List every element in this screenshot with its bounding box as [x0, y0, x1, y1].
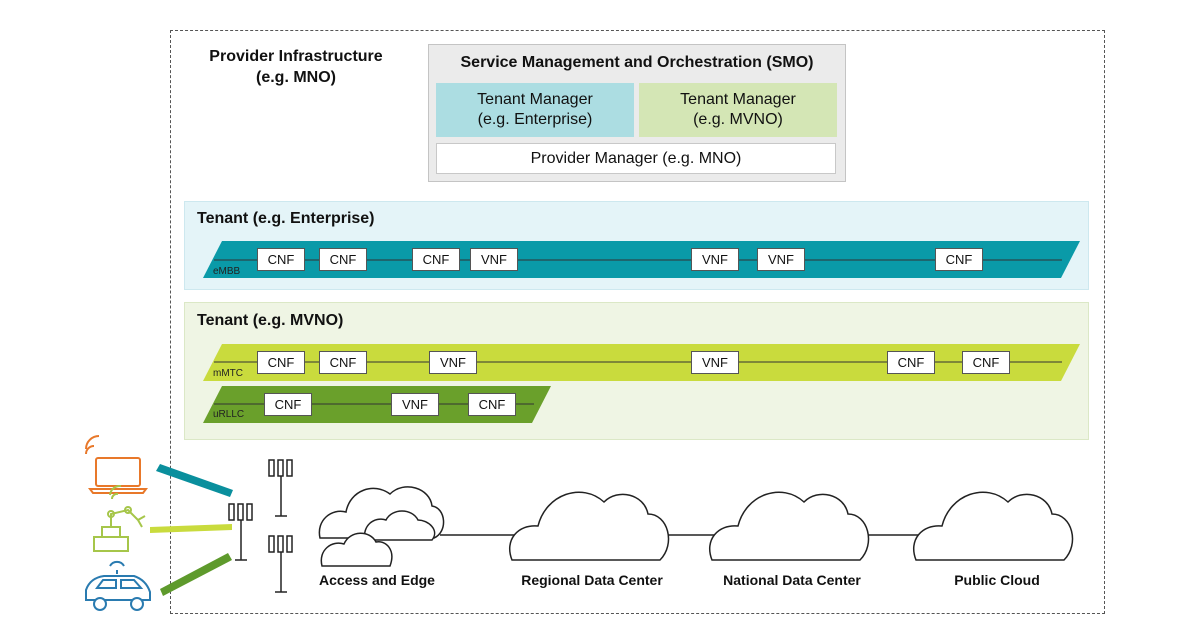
embb-function: CNF [257, 248, 305, 271]
urllc-function: VNF [391, 393, 439, 416]
slice-mmtc-label: mMTC [213, 368, 243, 379]
site-label-national-dc: National Data Center [723, 572, 861, 588]
tenant-manager-mvno: Tenant Manager (e.g. MVNO) [639, 83, 837, 137]
cloud-icon [363, 510, 436, 541]
embb-function: CNF [935, 248, 983, 271]
tenant-mvno-title: Tenant (e.g. MVNO) [197, 312, 344, 329]
cloud-icon [320, 532, 393, 567]
slice-urllc-label: uRLLC [213, 409, 245, 420]
cloud-icon [709, 491, 870, 561]
mmtc-function: CNF [319, 351, 367, 374]
urllc-function: CNF [264, 393, 312, 416]
cloud-icon [509, 491, 670, 561]
cell-tower-icon [228, 503, 253, 561]
mmtc-function: CNF [962, 351, 1010, 374]
robot-arm-icon [93, 484, 146, 552]
embb-function: VNF [691, 248, 739, 271]
provider-manager: Provider Manager (e.g. MNO) [436, 143, 836, 174]
link-car [160, 553, 232, 596]
embb-function: CNF [412, 248, 460, 271]
site-label-regional-dc: Regional Data Center [521, 572, 663, 588]
mmtc-function: VNF [429, 351, 477, 374]
cloud-icon [913, 491, 1074, 561]
mmtc-function: CNF [887, 351, 935, 374]
cell-tower-icon [268, 535, 293, 593]
smo-title: Service Management and Orchestration (SM… [460, 54, 814, 71]
laptop-icon [85, 435, 148, 494]
tenant-manager-enterprise: Tenant Manager (e.g. Enterprise) [436, 83, 634, 137]
link-laptop [156, 464, 233, 497]
provider-infrastructure-title: Provider Infrastructure (e.g. MNO) [209, 48, 383, 86]
site-label-public-cloud: Public Cloud [954, 572, 1040, 588]
slice-embb-label: eMBB [213, 266, 241, 277]
mmtc-function: VNF [691, 351, 739, 374]
embb-function: CNF [319, 248, 367, 271]
mmtc-function: CNF [257, 351, 305, 374]
site-label-access-edge: Access and Edge [319, 572, 435, 588]
embb-function: VNF [470, 248, 518, 271]
link-robot [150, 524, 232, 533]
embb-function: VNF [757, 248, 805, 271]
connected-car-icon [85, 560, 151, 611]
provider-infrastructure-frame [170, 30, 1105, 614]
tenant-enterprise-title: Tenant (e.g. Enterprise) [197, 210, 375, 227]
cell-tower-icon [268, 459, 293, 517]
urllc-function: CNF [468, 393, 516, 416]
